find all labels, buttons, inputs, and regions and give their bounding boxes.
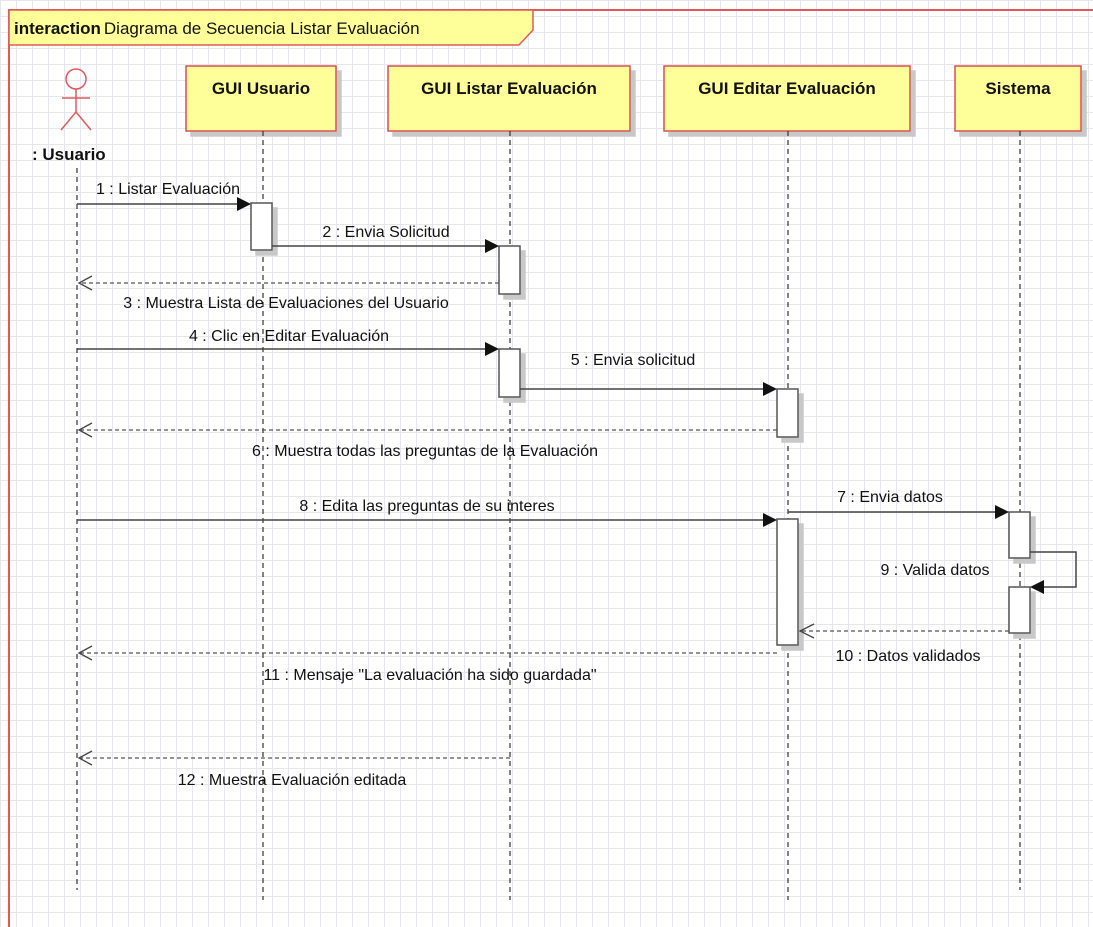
actor-label: : Usuario (32, 145, 106, 164)
arrowhead-icon (763, 513, 777, 527)
message-label-11: 11 : Mensaje "La evaluación ha sido guar… (263, 667, 596, 684)
message-label-4: 4 : Clic en Editar Evaluación (189, 328, 389, 345)
open-arrowhead-icon (77, 645, 93, 661)
message-lines (77, 203, 1077, 588)
lifeline-head-gui-usuario (185, 65, 337, 132)
actor-right-leg-icon (75, 111, 92, 131)
activation-bar (1008, 511, 1031, 559)
activation-bar (498, 348, 521, 398)
actor-left-leg-icon (60, 111, 77, 131)
lifeline-sistema[interactable]: Sistema (954, 65, 1082, 132)
open-arrowhead-icon (77, 750, 93, 766)
sync-arrowheads (237, 197, 1044, 594)
lifeline-gui-usuario[interactable]: GUI Usuario (185, 65, 337, 132)
arrowhead-icon (237, 197, 251, 211)
return-arrowheads (77, 275, 815, 766)
message-line-9-self (1030, 551, 1077, 588)
frame-keyword: interaction (14, 19, 101, 38)
lifeline-label-gui-usuario: GUI Usuario (212, 79, 310, 98)
frame-border (8, 9, 1093, 927)
message-label-3: 3 : Muestra Lista de Evaluaciones del Us… (123, 295, 449, 312)
activation-bar (776, 518, 799, 646)
frame-title-tab (8, 9, 534, 46)
return-lines (80, 282, 1009, 759)
lifeline-gui-listar-evaluacion[interactable]: GUI Listar Evaluación (387, 65, 631, 132)
lifeline-label-sistema: Sistema (985, 79, 1051, 98)
actor-head-icon (65, 68, 87, 90)
open-arrowhead-icon (798, 623, 815, 639)
frame-diagram-title: Diagrama de Secuencia Listar Evaluación (104, 19, 420, 38)
actor-usuario[interactable]: : Usuario (32, 68, 106, 164)
activation-bar (1008, 586, 1031, 634)
message-label-12: 12 : Muestra Evaluación editada (178, 772, 407, 789)
lifeline-head-gui-listar-evaluacion (387, 65, 631, 132)
message-label-2: 2 : Envia Solicitud (322, 224, 449, 241)
message-label-7: 7 : Envia datos (837, 489, 943, 506)
arrowhead-icon (485, 342, 499, 356)
lifeline-head-gui-editar-evaluacion (663, 65, 911, 132)
activation-bar (776, 388, 799, 438)
message-label-6: 6 : Muestra todas las preguntas de la Ev… (252, 443, 598, 460)
lifeline-label-gui-listar-evaluacion: GUI Listar Evaluación (421, 79, 597, 98)
message-label-9: 9 : Valida datos (880, 562, 989, 579)
message-label-1: 1 : Listar Evaluación (96, 181, 240, 198)
arrowhead-icon (1030, 580, 1044, 594)
message-label-8: 8 : Edita las preguntas de su interes (299, 498, 554, 515)
arrowhead-icon (485, 239, 499, 253)
message-label-5: 5 : Envia solicitud (571, 352, 696, 369)
message-labels: 1 : Listar Evaluación 2 : Envia Solicitu… (96, 181, 990, 789)
lifeline-gui-editar-evaluacion[interactable]: GUI Editar Evaluación (663, 65, 911, 132)
arrowhead-icon (763, 382, 777, 396)
open-arrowhead-icon (77, 422, 93, 438)
activation-bars (250, 202, 1031, 646)
lifeline-head-sistema (954, 65, 1082, 132)
arrowhead-icon (995, 505, 1009, 519)
lifeline-label-gui-editar-evaluacion: GUI Editar Evaluación (698, 79, 876, 98)
open-arrowhead-icon (77, 275, 93, 291)
message-label-10: 10 : Datos validados (836, 648, 981, 665)
activation-bar (250, 202, 273, 251)
activation-bar (498, 245, 521, 295)
